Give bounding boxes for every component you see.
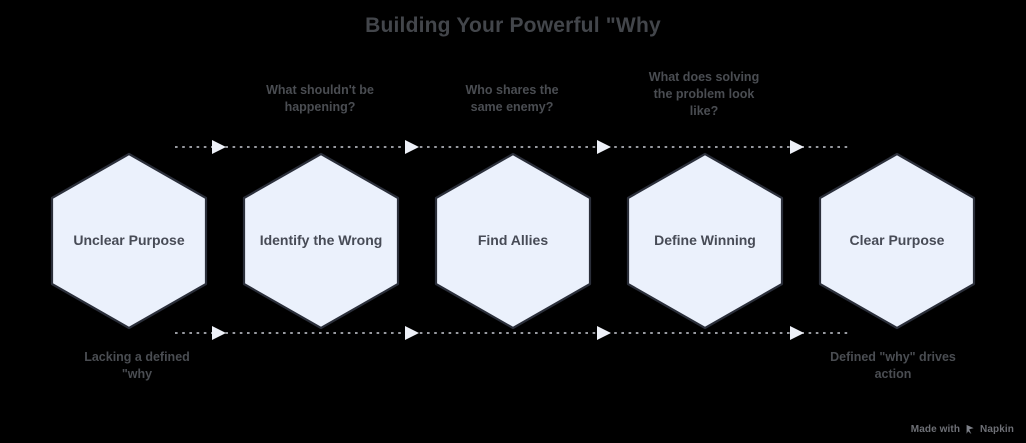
caption-line: "why: [121, 366, 153, 381]
page-title: Building Your Powerful "Why: [365, 14, 661, 37]
watermark-prefix: Made with: [910, 423, 961, 435]
caption-line: the problem look: [653, 86, 755, 101]
caption-line: Lacking a defined: [84, 350, 190, 364]
node-find-allies[interactable]: Find Allies: [434, 152, 592, 330]
hexagon-shape: [50, 152, 208, 330]
top-arrowhead-4: [790, 140, 804, 154]
top-arrowhead-2: [405, 140, 419, 154]
node-clear-purpose[interactable]: Clear Purpose: [818, 152, 976, 330]
node-label: Find Allies: [477, 232, 549, 249]
node-unclear-purpose[interactable]: Unclear Purpose: [50, 152, 208, 330]
caption-line: What does solving: [648, 70, 760, 84]
top-caption-3: What does solving the problem look like?: [614, 69, 794, 120]
caption-line: Defined "why" drives: [830, 350, 956, 364]
node-label: Unclear Purpose: [73, 232, 185, 249]
bottom-arrowhead-1: [212, 326, 226, 340]
caption-line: action: [874, 366, 912, 381]
caption-line: happening?: [284, 99, 356, 114]
top-caption-2: Who shares the same enemy?: [422, 82, 602, 116]
caption-line: Who shares the: [465, 83, 559, 97]
bottom-caption-1: Lacking a defined "why: [47, 349, 227, 383]
caption-line: like?: [689, 103, 719, 118]
napkin-leaf-icon: [964, 423, 976, 435]
top-arrowhead-1: [212, 140, 226, 154]
bottom-arrowhead-2: [405, 326, 419, 340]
top-arrowhead-3: [597, 140, 611, 154]
node-define-winning[interactable]: Define Winning: [626, 152, 784, 330]
hexagon-shape: [434, 152, 592, 330]
caption-line: same enemy?: [470, 99, 554, 114]
caption-line: What shouldn't be: [266, 83, 374, 97]
node-label: Clear Purpose: [849, 232, 945, 249]
hexagon-shape: [626, 152, 784, 330]
bottom-arrowhead-4: [790, 326, 804, 340]
hexagon-shape: [242, 152, 400, 330]
bottom-caption-2: Defined "why" drives action: [803, 349, 983, 383]
napkin-watermark[interactable]: Made with Napkin: [911, 423, 1014, 435]
node-label: Define Winning: [654, 232, 756, 249]
node-identify-the-wrong[interactable]: Identify the Wrong: [242, 152, 400, 330]
node-label: Identify the Wrong: [259, 232, 383, 249]
watermark-brand: Napkin: [980, 423, 1014, 435]
hexagon-shape: [818, 152, 976, 330]
top-caption-1: What shouldn't be happening?: [230, 82, 410, 116]
bottom-arrowhead-3: [597, 326, 611, 340]
